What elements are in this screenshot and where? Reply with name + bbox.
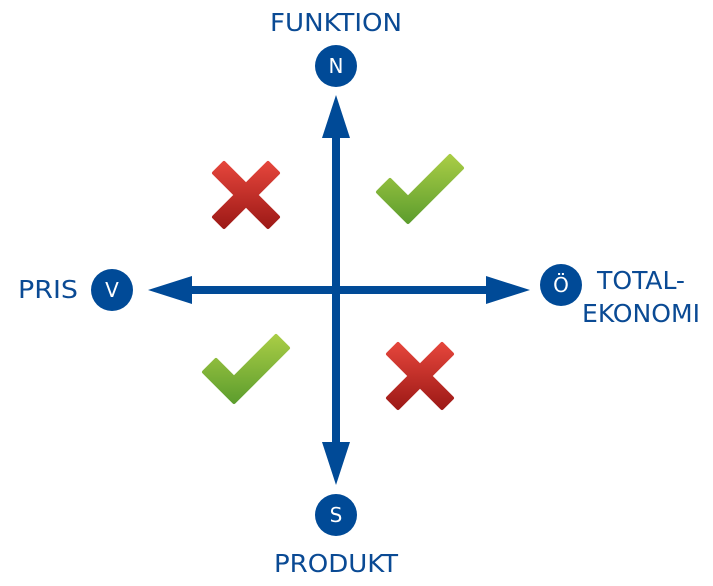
left-label: PRIS: [18, 275, 78, 304]
arrow-up-icon: [322, 95, 350, 138]
bottom-letter: S: [330, 503, 343, 527]
horizontal-axis: [148, 276, 530, 304]
check-icon: [376, 154, 464, 224]
cross-icon: [212, 161, 280, 229]
top-badge: N: [315, 45, 357, 87]
arrow-right-icon: [486, 276, 530, 304]
cross-icon: [386, 342, 454, 410]
check-icon: [202, 334, 290, 404]
top-label: FUNKTION: [270, 8, 402, 37]
bottom-badge: S: [315, 494, 357, 536]
right-label-line2: EKONOMI: [582, 299, 700, 328]
arrow-left-icon: [148, 276, 192, 304]
left-badge: V: [91, 269, 133, 311]
top-letter: N: [329, 54, 344, 78]
right-label-line1: TOTAL-: [596, 266, 685, 295]
arrow-down-icon: [322, 442, 350, 485]
right-letter: Ö: [553, 273, 569, 297]
left-letter: V: [105, 278, 119, 302]
right-badge: Ö: [540, 264, 582, 306]
bottom-label: PRODUKT: [274, 549, 398, 578]
